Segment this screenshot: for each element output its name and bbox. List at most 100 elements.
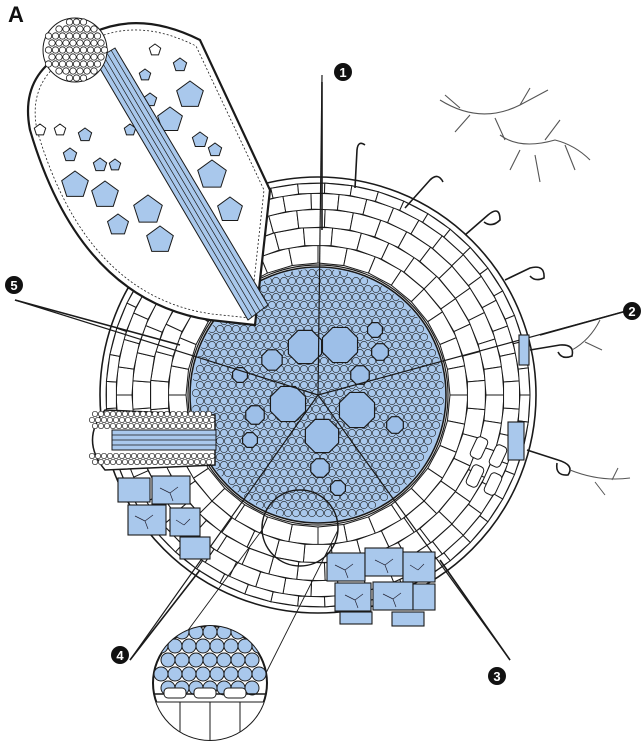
stele-cell [352,325,359,332]
stele-cell [424,357,431,364]
stele-cell [348,509,355,516]
cap-cell [91,68,97,74]
stele-cell [260,397,267,404]
stele-cell [372,381,379,388]
cap-cell [63,40,69,46]
stele-cell [380,397,387,404]
stele-cell [224,389,231,396]
stele-cell [396,461,403,468]
stele-cell [420,381,427,388]
stele-cell [392,357,399,364]
lateral-root-cell [128,459,133,464]
cap-cell [84,40,90,46]
stele-cell [316,301,323,308]
stele-cell [268,301,275,308]
stele-cell [344,309,351,316]
stele-cell [368,309,375,316]
stele-cell [332,365,339,372]
stele-cell [416,389,423,396]
xylem-vessel [246,406,264,424]
stele-cell [264,453,271,460]
stele-cell [388,349,395,356]
stele-cell [228,445,235,452]
stele-cell [216,389,223,396]
stele-cell [384,469,391,476]
stele-cell [404,413,411,420]
stele-cell [348,461,355,468]
stele-cell [400,373,407,380]
stele-cell [284,285,291,292]
stele-cell [252,365,259,372]
lateral-root-cell [119,417,124,422]
stele-cell [388,445,395,452]
stele-cell [420,349,427,356]
cap-cell [80,47,86,53]
lateral-root-cell [89,453,94,458]
stele-cell [236,397,243,404]
stele-cell [384,405,391,412]
lateral-root-cell [125,417,130,422]
stele-cell [280,325,287,332]
stele-cell [412,445,419,452]
stele-cell [428,413,435,420]
lateral-root-cell [140,459,145,464]
stele-cell [352,357,359,364]
stele-cell [224,325,231,332]
lateral-root-cell [194,423,199,428]
stele-cell [204,365,211,372]
cap-cell [56,40,62,46]
lateral-root-cell [137,417,142,422]
stele-cell [324,301,331,308]
stele-cell [388,381,395,388]
casparian-cell [224,688,246,698]
lateral-root-cell [173,453,178,458]
stele-cell [372,301,379,308]
stele-cell [340,461,347,468]
stele-cell [264,309,271,316]
stele-cell [260,477,267,484]
cap-cell [91,40,97,46]
cap-cell [52,61,58,67]
stele-cell [356,461,363,468]
stele-cell [356,285,363,292]
stele-cell [332,381,339,388]
stele-cell [204,349,211,356]
stele-cell [408,453,415,460]
stele-cell [408,357,415,364]
stele-cell [420,397,427,404]
stele-cell [280,501,287,508]
stele-cell [308,509,315,516]
stele-cell [196,365,203,372]
stele-cell [288,293,295,300]
stele-cell [316,509,323,516]
lateral-root-cell [188,459,193,464]
marker-4: 4 [111,646,129,664]
stele-cell [372,493,379,500]
stele-cell [244,461,251,468]
lateral-root-horizontal [89,410,216,470]
stele-cell [248,453,255,460]
cap-cell [77,54,83,60]
stele-cell [232,389,239,396]
stele-cell [248,325,255,332]
stele-cell [400,325,407,332]
cortex-cell [504,381,520,409]
stele-cell [340,509,347,516]
stele-cell [392,341,399,348]
stele-cell [288,373,295,380]
stele-cell [252,461,259,468]
stele-cell [220,333,227,340]
stele-cell [224,469,231,476]
stele-cell [304,501,311,508]
stele-cell [360,501,367,508]
stele-cell [292,301,299,308]
detail-cell [245,625,259,639]
cap-cell [59,61,65,67]
lateral-root-cell [110,411,115,416]
stele-cell [348,317,355,324]
stele-cell [312,405,319,412]
stele-cell [396,301,403,308]
stele-cell [376,453,383,460]
stele-cell [236,429,243,436]
cap-cell [59,47,65,53]
